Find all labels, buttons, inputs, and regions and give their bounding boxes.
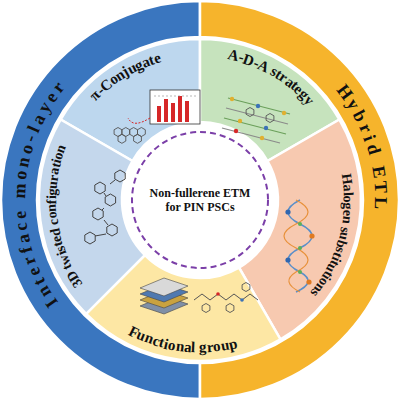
glyph: L — [372, 197, 390, 209]
glyph: e — [10, 210, 29, 219]
glyph: c — [11, 222, 30, 233]
glyph: E — [369, 164, 389, 179]
glyph: l — [191, 340, 196, 355]
glyph: g — [45, 188, 59, 196]
glyph — [10, 202, 28, 207]
dashed-ring — [132, 132, 268, 268]
glyph: a — [14, 233, 34, 246]
glyph — [367, 155, 386, 163]
glyph: i — [45, 195, 59, 199]
glyph: i — [361, 132, 380, 143]
ring-label: Functional group — [125, 323, 242, 356]
glyph: o — [341, 196, 355, 203]
ring-label: π-Conjugate — [87, 50, 165, 104]
glyph: f — [17, 245, 36, 256]
ring-label: A-D-A strategy — [224, 47, 317, 109]
glyph: c — [46, 218, 61, 226]
glyph — [195, 340, 199, 355]
center-disc — [122, 122, 278, 278]
center-circle: Non-fullerene ETM for PIN PSCs — [122, 122, 278, 278]
glyph: m — [10, 183, 29, 199]
glyph: H — [339, 173, 354, 186]
glyph: l — [341, 192, 355, 196]
ring-label: Halogen substitutions — [307, 171, 355, 301]
glyph: n — [13, 155, 33, 169]
glyph: n — [45, 204, 59, 213]
glyph: n — [339, 215, 354, 225]
ring-label: 3D twisted configuration — [44, 141, 85, 291]
center-title: Non-fullerene ETM for PIN PSCs — [141, 186, 259, 215]
glyph: - — [21, 132, 40, 144]
glyph: d — [363, 141, 383, 156]
glyph: a — [183, 340, 192, 356]
glyph: g — [341, 202, 355, 210]
glyph: g — [199, 340, 207, 355]
glyph: o — [11, 169, 30, 180]
glyph: f — [45, 199, 59, 204]
glyph: a — [340, 184, 355, 192]
glyph: o — [17, 142, 37, 156]
glyph: T — [371, 181, 390, 194]
